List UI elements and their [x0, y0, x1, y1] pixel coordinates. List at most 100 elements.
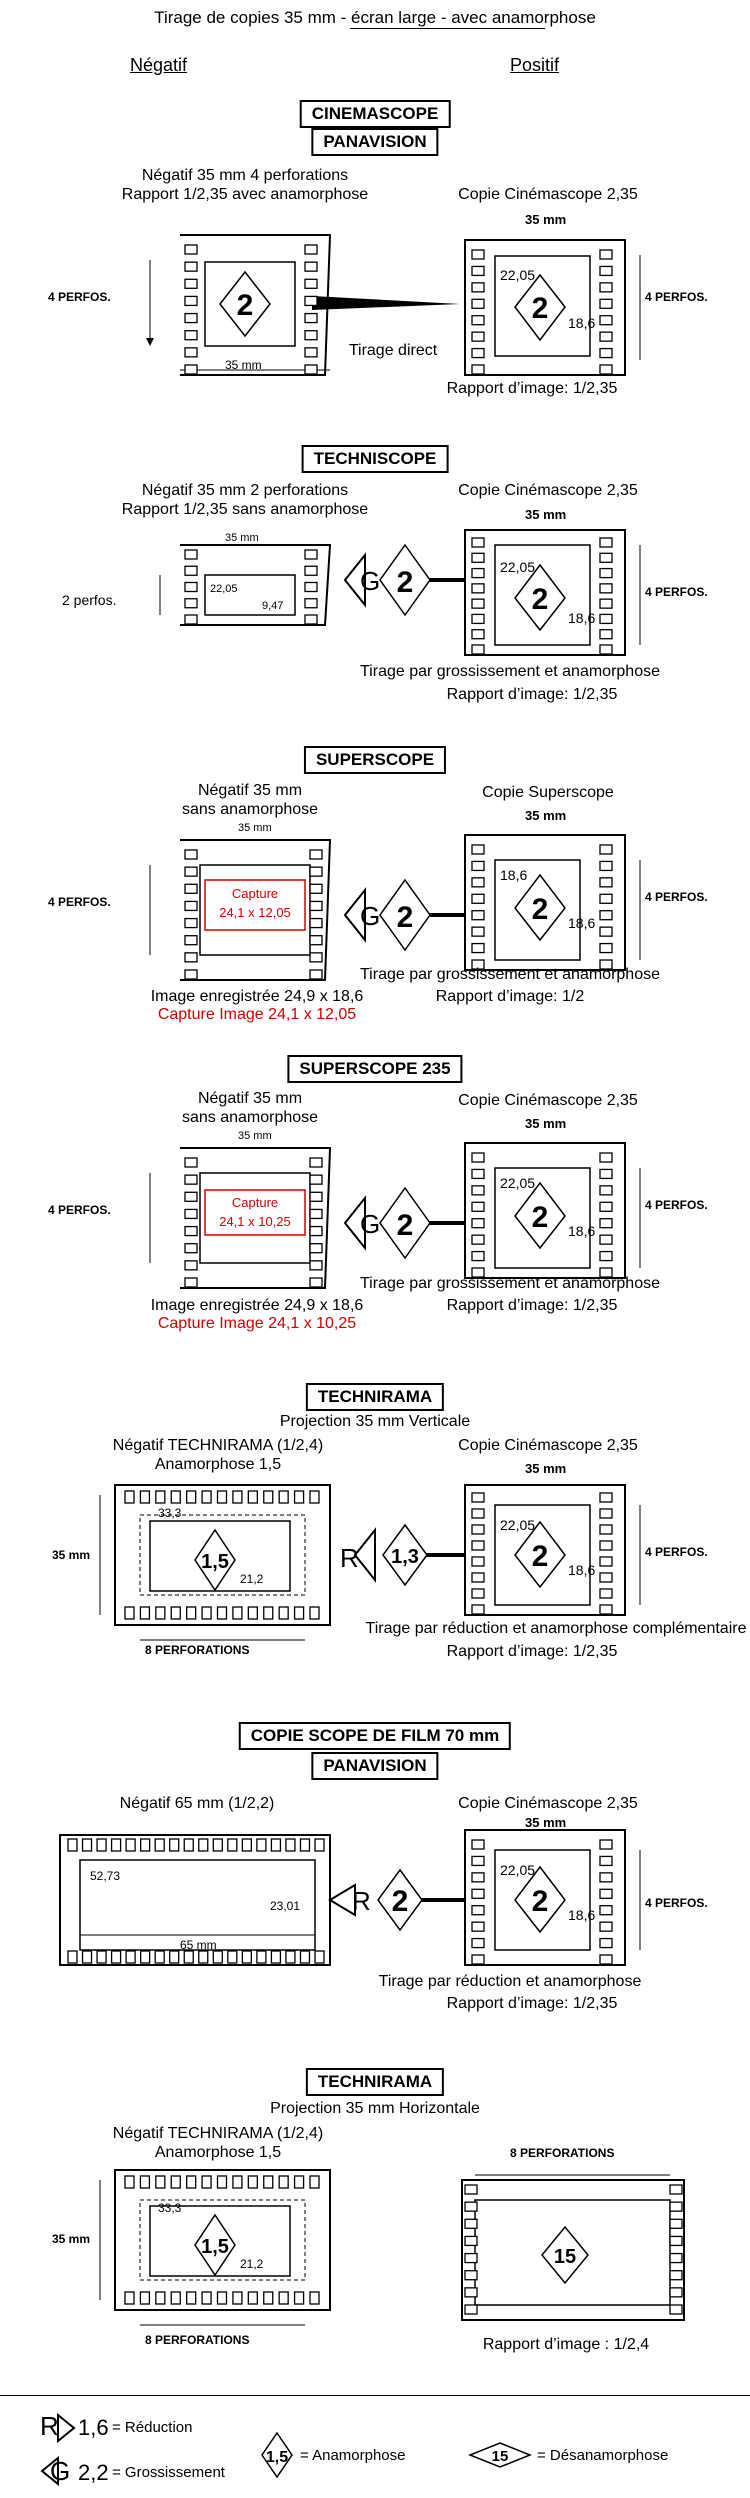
film-perforation [184, 1277, 198, 1288]
film-perforation [471, 1152, 485, 1163]
film-perforation [309, 1225, 323, 1237]
mm35-label: 35 mm [225, 358, 262, 372]
neg-width-value: 33,3 [158, 2201, 182, 2215]
pos-mark: 2 [532, 1885, 549, 1918]
reduction-chevron [57, 2412, 76, 2444]
film-perforation [669, 2304, 683, 2315]
film-perforation [155, 2291, 166, 2305]
reduction-chevron [353, 1527, 376, 1583]
film-perforation [184, 261, 198, 272]
rapport-label: Rapport d’image: 1/2,35 [446, 1995, 618, 2012]
width-value: 22,05 [500, 1862, 535, 1878]
film-perforation [256, 1838, 267, 1852]
anamorphose-diamond [379, 543, 431, 617]
neg-height-value: 23,01 [270, 1899, 300, 1913]
neg-desc-line2: sans anamorphose [181, 1109, 319, 1126]
neg-desc-line2: sans anamorphose [181, 801, 319, 818]
film-70mm-diagram: 52,73 23,01 65 mm R 2 2 22,05 18,6 [59, 1829, 641, 1966]
legend: R 1,6 = Réduction G 2,2 = Grossissement … [40, 2411, 668, 2487]
legend-divider [0, 2395, 750, 2396]
grossissement-chevron [343, 1195, 366, 1251]
film-perforation [263, 2175, 274, 2189]
film-perforation [599, 1905, 613, 1916]
film-perforation [464, 2287, 478, 2298]
legend-ana-text: = Anamorphose [300, 2447, 406, 2464]
film-perforation [471, 1540, 485, 1551]
film-perforation [201, 1606, 212, 1620]
legend-anamorphose: 1,5 = Anamorphose [261, 2431, 406, 2479]
mm35-label: 35 mm [525, 1815, 567, 1830]
film-perforation [155, 1606, 166, 1620]
film-perforation [599, 1556, 613, 1567]
positive-film-strip: 2 18,6 18,6 [464, 834, 641, 971]
film-perforation [232, 2291, 243, 2305]
film-perforation [471, 1524, 485, 1535]
film-perforation [278, 2291, 289, 2305]
film-perforation [184, 849, 198, 860]
neg-height-value: 9,47 [262, 600, 283, 612]
grossissement-chevron [343, 887, 366, 943]
film-perforation [471, 567, 485, 579]
height-value: 18,6 [568, 610, 595, 626]
section-title-techniscope: TECHNISCOPE [301, 445, 449, 473]
film-perforation [184, 549, 198, 560]
image-enregistree: Image enregistrée 24,9 x 18,6 [150, 1297, 364, 1314]
film-perforation [278, 1490, 289, 1504]
rapport-label: Rapport d’image: 1/2 [435, 988, 585, 1005]
film-perforation [293, 2291, 305, 2305]
film-perforation [309, 1260, 323, 1271]
film-perforation [471, 1201, 485, 1212]
mm35-label: 35 mm [525, 1461, 567, 1476]
desanamorphose-diamond [514, 1181, 566, 1250]
film-perforation [471, 1954, 485, 1965]
film-perforation [471, 644, 485, 655]
film-perforation [669, 2252, 683, 2264]
mm35-label: 35 mm [238, 822, 272, 834]
film-perforation [471, 1905, 485, 1916]
film-perforation [293, 1606, 305, 1620]
film-perforation [314, 1838, 325, 1852]
tirage-label: Tirage par grossissement et anamorphose [360, 966, 660, 983]
film-perforation [471, 1556, 485, 1567]
film-perforation [304, 261, 318, 272]
film-perforation [471, 364, 485, 375]
film-perforation [471, 1218, 485, 1229]
film-perforation [184, 598, 198, 609]
film-perforation [247, 1490, 258, 1504]
film-perforation [309, 917, 323, 929]
width-value: 22,05 [500, 1175, 535, 1191]
film-perforation [309, 969, 323, 980]
film-perforation [471, 1872, 485, 1883]
neg-mark: 2 [237, 289, 254, 322]
film-perforation [471, 315, 485, 326]
film-perforation [464, 2304, 478, 2315]
height-value: 18,6 [568, 1907, 595, 1923]
neg-width-value: 52,73 [90, 1869, 120, 1883]
film-perforation [184, 1157, 198, 1168]
legend-grossissement: G 2,2 = Grossissement [40, 2455, 226, 2487]
film-perforation [471, 844, 485, 855]
perfos-label: 4 PERFOS. [645, 890, 708, 904]
direct-print-arrow [312, 296, 460, 310]
film-perforation [304, 598, 318, 609]
film-perforation [309, 1174, 323, 1185]
film-perforation [471, 347, 485, 359]
film-perforation [471, 1604, 485, 1615]
neg-mark: 1,5 [201, 1551, 229, 1573]
anamorphose-diamond [377, 1868, 423, 1932]
grossissement-chevron [343, 552, 366, 608]
film-perforation [139, 2291, 151, 2305]
film-perforation [471, 877, 485, 888]
perfos-label: 4 PERFOS. [645, 1896, 708, 1910]
film-perforation [309, 1277, 323, 1288]
height-value: 18,6 [568, 1562, 595, 1578]
film-perforation [184, 295, 198, 307]
film-perforation [471, 613, 485, 625]
film-perforation [599, 1855, 613, 1867]
section-title-superscope-235: SUPERSCOPE 235 [287, 1055, 463, 1083]
film-perforation [232, 2175, 243, 2189]
height-value: 18,6 [568, 315, 595, 331]
film-perforation [471, 1185, 485, 1196]
neg-desc-line1: Négatif 35 mm 4 perforations [141, 167, 349, 184]
film-perforation [186, 2175, 197, 2189]
